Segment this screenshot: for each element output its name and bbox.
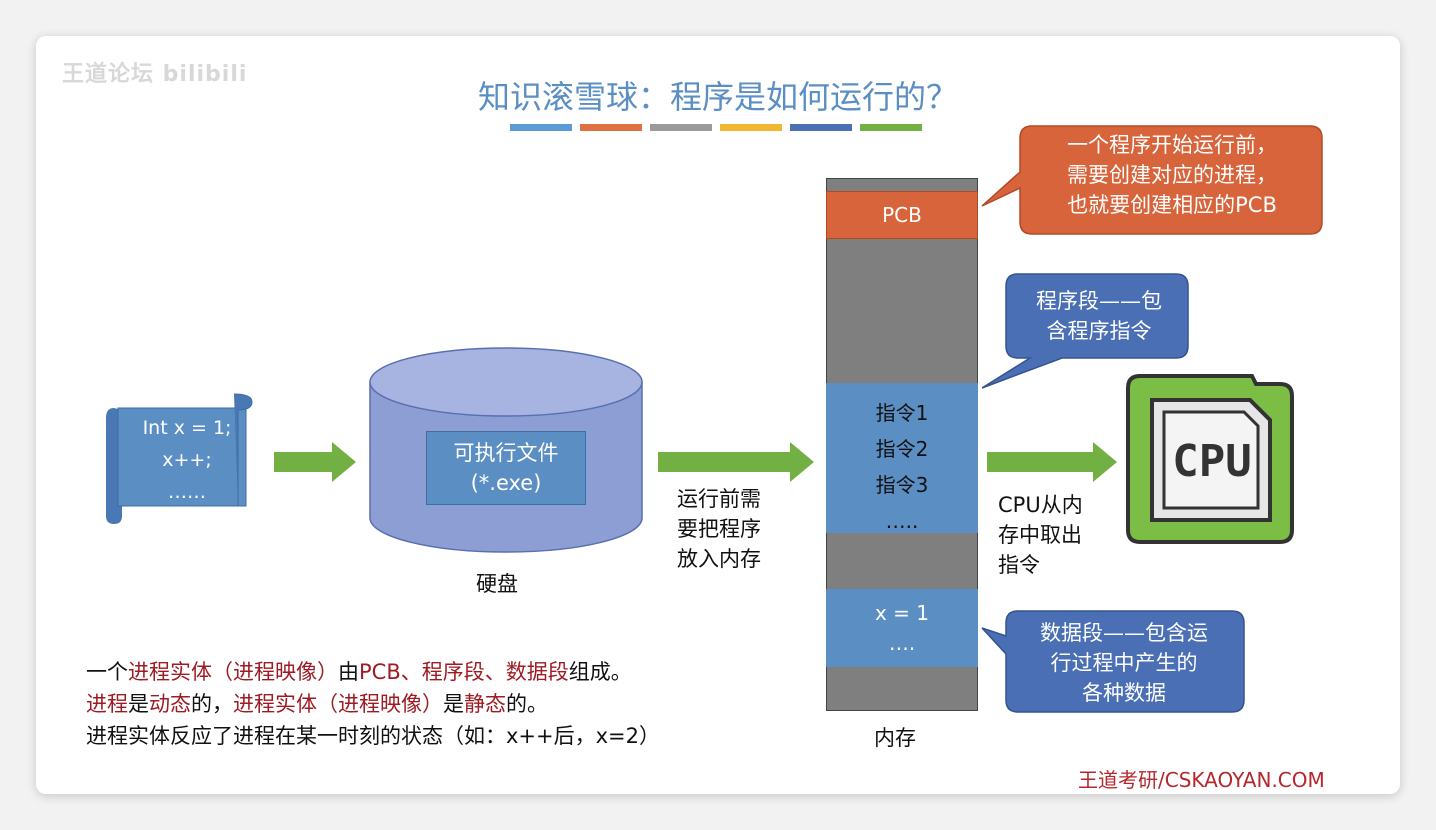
explanation-line-2: 进程是动态的，进程实体（进程映像）是静态的。	[86, 688, 660, 720]
source-line: ……	[168, 481, 206, 503]
instruction: 指令3	[875, 473, 929, 497]
text-run: 由	[338, 660, 359, 684]
memory-code-segment: 指令1 指令2 指令3 …..	[826, 383, 978, 533]
color-bar-segment	[860, 124, 922, 131]
slide: 王道论坛 bilibili 知识滚雪球：程序是如何运行的？ Int x = 1;…	[36, 36, 1400, 794]
executable-file-box: 可执行文件 (*.exe)	[426, 431, 586, 505]
disk-caption: 硬盘	[476, 572, 518, 596]
color-bar-segment	[720, 124, 782, 131]
source-line: Int x = 1;	[142, 417, 232, 439]
instruction: 指令2	[875, 437, 929, 461]
label-line: 放入内存	[677, 547, 761, 571]
callout-line: 数据段——包含运	[1040, 621, 1208, 645]
cpu-label: CPU	[1172, 436, 1251, 487]
callout-line: 程序段——包	[1036, 289, 1162, 313]
text-run: 是	[128, 692, 149, 716]
text-run: 是	[443, 692, 464, 716]
data-value: ….	[888, 631, 916, 655]
label-line: 指令	[998, 553, 1040, 577]
callout-pcb: 一个程序开始运行前， 需要创建对应的进程， 也就要创建相应的PCB	[1022, 130, 1322, 220]
callout-data-segment: 数据段——包含运 行过程中产生的 各种数据	[1006, 618, 1242, 708]
memory-pcb: PCB	[826, 191, 978, 239]
load-to-memory-label: 运行前需 要把程序 放入内存	[677, 484, 761, 574]
highlighted-term: 静态	[464, 692, 506, 716]
page-title: 知识滚雪球：程序是如何运行的？	[477, 78, 958, 116]
callout-line: 需要创建对应的进程，	[1067, 163, 1277, 187]
highlighted-term: PCB、程序段、数据段	[359, 660, 569, 684]
text-run: 一个	[86, 660, 128, 684]
callout-line: 一个程序开始运行前，	[1067, 133, 1277, 157]
arrow-right-icon	[987, 442, 1117, 482]
footer-brand: 王道考研/CSKAOYAN.COM	[1078, 768, 1325, 792]
arrow-right-icon	[658, 442, 814, 482]
instruction: 指令1	[875, 401, 929, 425]
callout-line: 各种数据	[1082, 681, 1166, 705]
explanation-line-3: 进程实体反应了进程在某一时刻的状态（如：x++后，x=2）	[86, 724, 661, 748]
text-run: 的。	[506, 692, 548, 716]
memory-caption: 内存	[874, 726, 916, 750]
fetch-instruction-label: CPU从内 存中取出 指令	[998, 490, 1083, 580]
callout-data-bubble	[981, 610, 1245, 713]
watermark: 王道论坛 bilibili	[62, 62, 248, 87]
text-run: 组成。	[568, 660, 632, 684]
callout-code-bubble	[981, 273, 1189, 389]
highlighted-term: 进程实体（进程映像）	[128, 660, 338, 684]
executable-file-ext: (*.exe)	[470, 471, 542, 495]
title-color-bar	[510, 124, 922, 131]
callout-line: 含程序指令	[1046, 319, 1152, 343]
data-value: x = 1	[874, 601, 930, 625]
callout-line: 行过程中产生的	[1050, 651, 1198, 675]
label-line: 存中取出	[998, 523, 1082, 547]
callout-line: 也就要创建相应的PCB	[1067, 193, 1277, 217]
arrow-right-icon	[274, 442, 356, 482]
explanation-text: 一个进程实体（进程映像）由PCB、程序段、数据段组成。 进程是动态的，进程实体（…	[86, 656, 660, 752]
memory-data-segment: x = 1 ….	[826, 589, 978, 667]
color-bar-segment	[790, 124, 852, 131]
source-code: Int x = 1; x++; ……	[122, 412, 252, 508]
highlighted-term: 进程实体（进程映像）	[233, 692, 443, 716]
explanation-line-1: 一个进程实体（进程映像）由PCB、程序段、数据段组成。	[86, 656, 660, 688]
color-bar-segment	[580, 124, 642, 131]
source-scroll	[106, 393, 253, 524]
highlighted-term: 进程	[86, 692, 128, 716]
callout-code-segment: 程序段——包 含程序指令	[1006, 286, 1192, 346]
label-line: 运行前需	[677, 487, 761, 511]
color-bar-segment	[510, 124, 572, 131]
source-line: x++;	[162, 449, 212, 471]
instruction: …..	[885, 509, 919, 533]
executable-file-label: 可执行文件	[453, 441, 559, 465]
label-line: CPU从内	[998, 493, 1083, 517]
color-bar-segment	[650, 124, 712, 131]
callout-pcb-bubble	[981, 125, 1323, 235]
text-run: 的，	[191, 692, 233, 716]
label-line: 要把程序	[677, 517, 761, 541]
highlighted-term: 动态	[149, 692, 191, 716]
cpu-icon: CPU	[1126, 374, 1294, 544]
